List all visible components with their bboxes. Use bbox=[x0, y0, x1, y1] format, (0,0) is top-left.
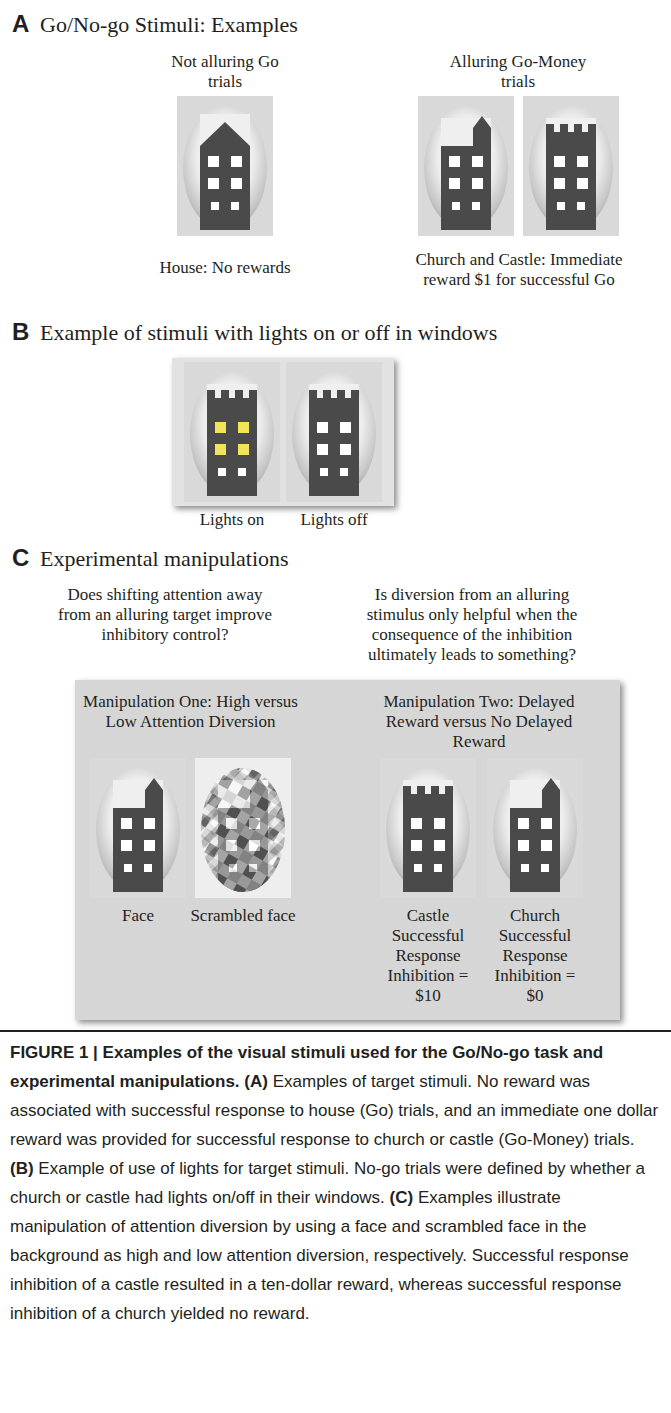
group-label: Alluring Go-Money trials bbox=[448, 52, 588, 92]
manipulation-heading: Manipulation Two: Delayed Reward versus … bbox=[364, 692, 594, 752]
panel-heading: Experimental manipulations bbox=[40, 545, 600, 572]
stimulus-label: House: No rewards bbox=[140, 258, 310, 278]
scrambled-face-stimulus bbox=[195, 758, 291, 898]
panel-letter: C bbox=[12, 544, 42, 572]
caption-block: FIGURE 1 | Examples of the visual stimul… bbox=[10, 1038, 661, 1328]
stimulus-label: Church and Castle: Immediate reward $1 f… bbox=[403, 250, 635, 290]
question-text: Does shifting attention away from an all… bbox=[50, 585, 280, 645]
manipulation-panel: Manipulation One: High versus Low Attent… bbox=[75, 680, 620, 1020]
church-stimulus bbox=[418, 96, 514, 236]
lights-on-stimulus bbox=[184, 362, 280, 502]
castle-stimulus bbox=[380, 758, 476, 898]
church-stimulus bbox=[487, 758, 583, 898]
manipulation-heading: Manipulation One: High versus Low Attent… bbox=[83, 692, 298, 732]
house-stimulus bbox=[177, 96, 273, 236]
lights-off-stimulus bbox=[286, 362, 382, 502]
panel-heading: Go/No-go Stimuli: Examples bbox=[40, 11, 600, 38]
caption-text: Examples illustrate manipulation of atte… bbox=[10, 1188, 629, 1323]
stimulus-label: Castle Successful Response Inhibition = … bbox=[378, 906, 478, 1006]
group-label: Not alluring Go trials bbox=[170, 52, 280, 92]
question-text: Is diversion from an alluring stimulus o… bbox=[352, 585, 592, 665]
stimulus-label: Lights off bbox=[284, 510, 384, 530]
panel-letter: B bbox=[12, 318, 42, 346]
face-stimulus bbox=[90, 758, 186, 898]
caption-part-letter: (B) bbox=[10, 1159, 34, 1178]
panel-letter: A bbox=[12, 10, 42, 38]
stimulus-label: Scrambled face bbox=[178, 906, 308, 926]
panel-heading: Example of stimuli with lights on or off… bbox=[40, 319, 640, 346]
stimulus-label: Church Successful Response Inhibition = … bbox=[485, 906, 585, 1006]
caption-part-letter: (A) bbox=[244, 1072, 268, 1091]
caption-part-letter: (C) bbox=[390, 1188, 414, 1207]
castle-stimulus bbox=[523, 96, 619, 236]
stimulus-label: Lights on bbox=[182, 510, 282, 530]
caption-rule bbox=[0, 1030, 671, 1032]
stimulus-label: Face bbox=[88, 906, 188, 926]
